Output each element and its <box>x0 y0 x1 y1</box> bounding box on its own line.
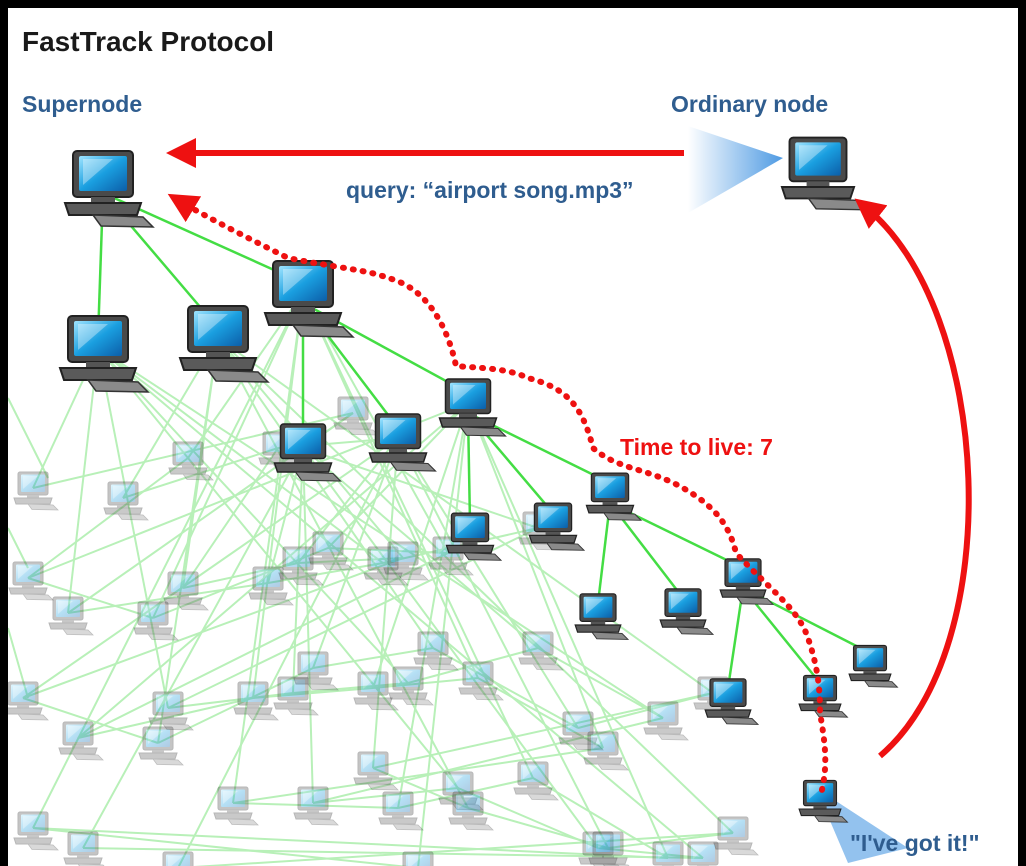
background-link <box>193 832 734 866</box>
computer-icon <box>713 816 759 856</box>
computer-icon <box>378 791 424 831</box>
computer-icon <box>798 674 849 718</box>
background-link <box>217 337 469 809</box>
computer-icon <box>179 305 269 383</box>
background-link <box>97 347 704 859</box>
computer-icon <box>445 512 502 561</box>
computer-icon <box>648 841 694 866</box>
background-link <box>67 347 99 614</box>
background-link <box>302 447 539 529</box>
reply-arrow <box>854 198 972 759</box>
background-link <box>97 347 169 709</box>
network-diagram: FastTrack Protocol Supernode Ordinary no… <box>8 26 980 866</box>
computer-icon <box>103 481 149 521</box>
background-link <box>22 697 159 744</box>
background-link <box>537 647 664 719</box>
computer-icon <box>264 260 354 338</box>
computer-icon <box>353 671 399 711</box>
ordinary-node-computer-icon <box>780 136 867 211</box>
reply-glow <box>816 788 908 863</box>
supernode-label: Supernode <box>22 91 142 117</box>
computer-icon <box>48 596 94 636</box>
computer-icon <box>148 691 194 731</box>
background-link <box>532 777 669 859</box>
background-link <box>97 347 409 684</box>
background-link <box>8 527 29 569</box>
background-link <box>312 647 434 669</box>
background-link <box>372 402 469 689</box>
reply-label: "I've got it!" <box>850 830 980 856</box>
network-link <box>596 502 612 604</box>
computer-icon <box>458 661 504 701</box>
computer-icon <box>574 593 629 641</box>
background-link <box>82 447 304 849</box>
background-link <box>372 677 479 689</box>
background-link <box>152 292 304 619</box>
background-link <box>397 437 579 729</box>
background-link <box>302 447 539 649</box>
background-link <box>397 402 469 809</box>
diagram-title: FastTrack Protocol <box>22 26 274 57</box>
ttl-hop-path <box>167 193 829 801</box>
background-link <box>397 437 609 849</box>
supernode-computer-icon <box>64 150 154 228</box>
computer-icon <box>643 701 689 741</box>
ttl-label: Time to live: 7 <box>620 434 773 460</box>
background-link <box>157 337 219 744</box>
background-link <box>97 347 664 719</box>
background-link <box>252 687 374 699</box>
computer-icon <box>59 315 149 393</box>
computer-icon <box>158 851 204 866</box>
computer-icon <box>528 502 585 551</box>
computer-icon <box>133 601 179 641</box>
background-link <box>97 347 384 564</box>
computer-icon <box>13 471 59 511</box>
computer-icon <box>13 811 59 851</box>
computer-icon <box>293 651 339 691</box>
background-link <box>467 402 669 859</box>
query-glow <box>688 126 783 213</box>
computer-icon <box>8 561 54 601</box>
background-link <box>22 557 404 699</box>
computer-icon <box>163 571 209 611</box>
computer-icon <box>8 681 49 721</box>
computer-icon <box>659 588 714 636</box>
computer-icon <box>513 761 559 801</box>
background-link <box>432 647 579 729</box>
background-link <box>467 402 604 749</box>
computer-icon <box>704 678 759 726</box>
background-link <box>27 577 154 619</box>
background-link <box>217 337 434 649</box>
computer-icon <box>138 726 184 766</box>
background-link <box>177 437 399 866</box>
background-link <box>302 292 479 679</box>
computer-icon <box>588 831 634 866</box>
background-link <box>302 447 314 804</box>
computer-icon <box>368 413 437 472</box>
background-link <box>27 457 189 579</box>
network-link <box>726 587 745 689</box>
background-link <box>302 447 599 849</box>
background-link <box>232 292 304 804</box>
ordinary-node-label: Ordinary node <box>671 91 828 117</box>
computer-icon <box>448 791 494 831</box>
computer-icon <box>848 644 899 688</box>
background-link <box>372 437 399 769</box>
background-link <box>292 682 409 694</box>
background-link <box>607 832 734 849</box>
background-link <box>8 397 49 479</box>
query-label: query: “airport song.mp3” <box>346 177 634 203</box>
background-link <box>32 827 669 859</box>
computer-icon <box>388 666 434 706</box>
diagram-canvas: FastTrack Protocol Supernode Ordinary no… <box>8 8 1018 866</box>
background-link <box>232 747 604 804</box>
computer-icon <box>213 786 259 826</box>
computer-icon <box>413 631 459 671</box>
